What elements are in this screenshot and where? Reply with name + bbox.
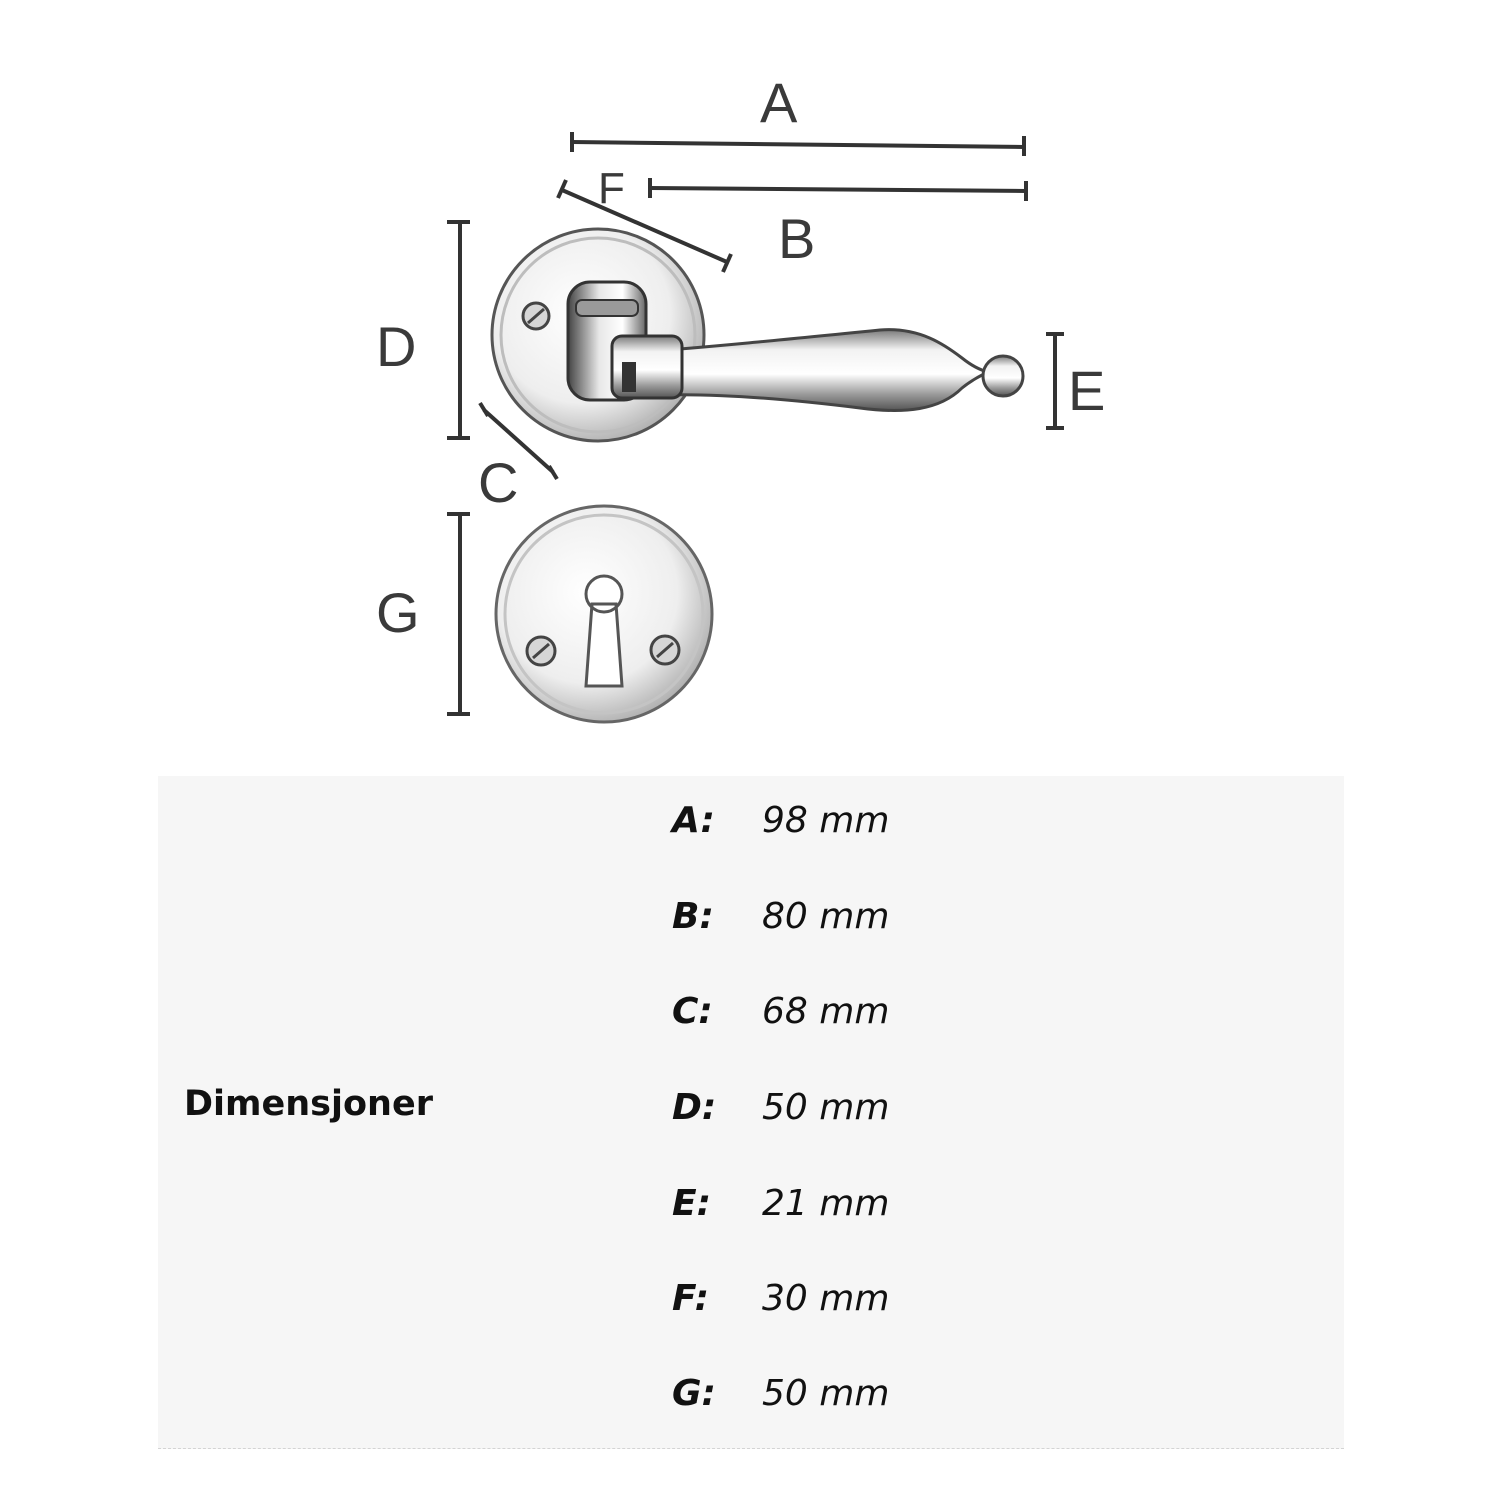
door-handle-diagram: A B F D C E G [376,71,1105,724]
table-row: G: 50 mm [672,1373,1172,1423]
keyhole-escutcheon [494,504,714,724]
table-row: E: 21 mm [672,1183,1172,1233]
label-c: C [478,451,518,514]
dimension-key: G: [672,1373,716,1414]
table-row: A: 98 mm [672,800,1172,850]
dimension-value: 68 mm [762,991,890,1032]
table-row: B: 80 mm [672,896,1172,946]
keyhole-icon [584,574,624,688]
dimensions-table: Dimensjoner A: 98 mm B: 80 mm C: 68 mm D… [158,776,1344,1449]
label-e: E [1068,359,1105,422]
dimension-value: 21 mm [762,1183,890,1224]
lever-tip-ball [981,354,1025,398]
label-g: G [376,581,420,644]
dimension-key: A: [672,800,715,841]
dimension-value: 30 mm [762,1278,890,1319]
label-f: F [598,164,625,213]
dimension-value: 50 mm [762,1087,890,1128]
dimension-key: E: [672,1183,711,1224]
dimensions-heading: Dimensjoner [184,1084,433,1124]
table-row: F: 30 mm [672,1278,1172,1328]
dimension-key: B: [672,896,714,937]
lever-handle [490,227,1025,443]
table-row: C: 68 mm [672,991,1172,1041]
dimension-lines [447,132,1064,716]
dimension-value: 50 mm [762,1373,890,1414]
label-d: D [376,315,416,378]
label-a: A [760,71,798,134]
dimension-key: D: [672,1087,717,1128]
label-b: B [778,207,815,270]
dimension-value: 98 mm [762,800,890,841]
dimension-key: F: [672,1278,710,1319]
dimension-value: 80 mm [762,896,890,937]
table-row: D: 50 mm [672,1087,1172,1137]
dimension-key: C: [672,991,713,1032]
